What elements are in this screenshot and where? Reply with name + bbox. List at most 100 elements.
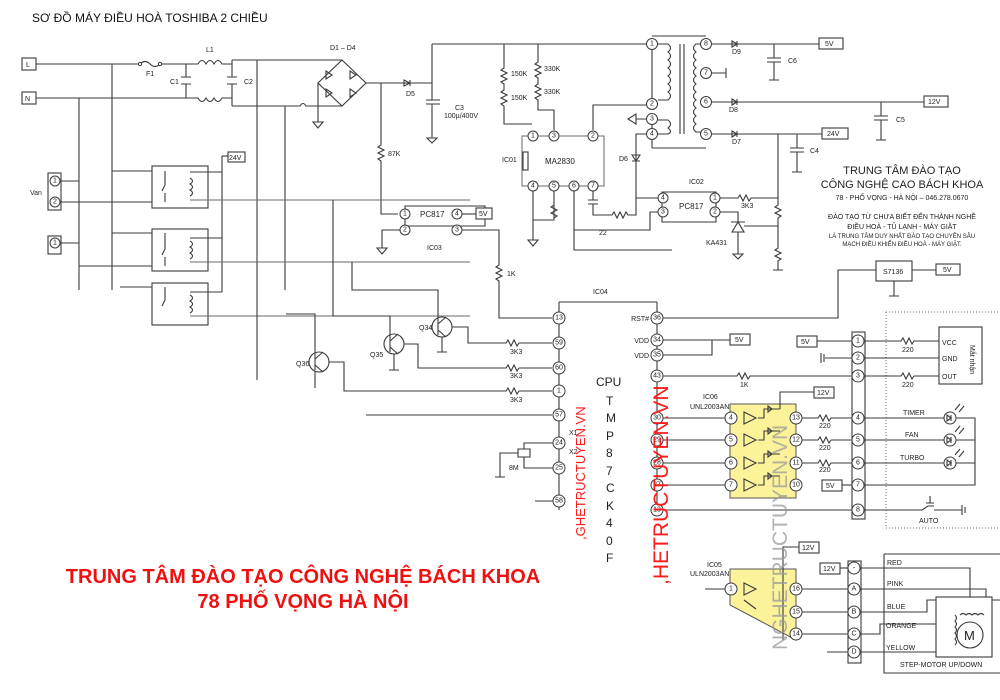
cpu-pin-name: RST#: [631, 316, 649, 323]
ic01-pin: 3: [552, 133, 556, 140]
q34-label: Q34: [419, 325, 432, 332]
87k-label: 87K: [388, 151, 401, 158]
c1-label: C1: [170, 79, 179, 86]
reset-ic-s7136: S7136 5V: [662, 260, 961, 319]
ic01-pin: 5: [552, 183, 556, 190]
d9-label: D9: [732, 49, 741, 56]
ic06-pin-number: 13: [792, 415, 800, 422]
ic03-pin: 3: [455, 227, 459, 234]
ic06-res-label: 220: [819, 467, 831, 474]
cpu-pin-number: 13: [653, 507, 661, 514]
ic06-in-pin: [724, 456, 738, 470]
ic03-optocoupler: 1 2 4 3 PC817 IC03 5V 1K: [375, 205, 552, 319]
cpu-pin-number: 35: [653, 352, 661, 359]
disp-pin: [851, 411, 865, 425]
cpu-pin: 25: [555, 465, 563, 472]
pin7-supply-label: 5V: [826, 483, 835, 490]
res22-label: 22: [599, 230, 607, 237]
wire-orange: ORANGE: [886, 623, 917, 630]
diagram-title: SƠ ĐỒ MÁY ĐIỀU HOÀ TOSHIBA 2 CHIỀU: [32, 10, 268, 25]
cpu-part-letter: P: [606, 429, 614, 443]
terminal-n-label: N: [25, 96, 30, 103]
ic06-in-pin: [724, 433, 738, 447]
c5-label: C5: [896, 117, 905, 124]
ic06-pin-number: 7: [729, 482, 733, 489]
wire-yellow: YELLOW: [886, 645, 916, 652]
rx-res-label: 220: [902, 347, 914, 354]
relay-pin: 1: [53, 240, 57, 247]
cpu-pin-name: VDD: [634, 338, 649, 345]
ic02-pin: 3: [661, 209, 665, 216]
transformer: 1 2 3 4 8 7 6 5: [626, 35, 727, 149]
q35-label: Q35: [370, 352, 383, 359]
disp-pin: [851, 433, 865, 447]
watermark-gray: NGHETRUCTUYEN.VN: [769, 425, 792, 650]
ic01-pin: 4: [531, 183, 535, 190]
capacitor-c3: C3 100µ/400V: [425, 43, 652, 144]
cpu-pin-number: 36: [653, 315, 661, 322]
cpu-pin: 60: [555, 365, 563, 372]
tx-pin: 8: [704, 41, 708, 48]
ic05-supply-label: 12V: [802, 545, 815, 552]
inverter-gate: [743, 426, 780, 447]
disp-supply-label: 5V: [801, 339, 810, 346]
d6-label: D6: [619, 156, 628, 163]
res-label: 150K: [511, 95, 528, 102]
cpu-pin: 24: [555, 440, 563, 447]
sm-pin-label: -: [853, 565, 856, 572]
cpu-part-letter: 7: [606, 464, 613, 478]
cpu-left: IC04 3K3 3K3 3K3 13 59 60 1 57 24 25 58 …: [344, 289, 658, 510]
x1-label: X1: [569, 430, 578, 437]
c3-value: 100µ/400V: [444, 113, 478, 120]
rx-name: Mắt nhận: [968, 345, 977, 374]
ic05-driver: IC05 ULN2003AN 1 16 15 14 12V: [690, 541, 852, 653]
sm-pin-label: D: [851, 649, 856, 656]
led-timer-label: TIMER: [903, 410, 925, 417]
rail-24v-label: 24V: [827, 131, 840, 138]
info-line3: 78 - PHỐ VỌNG - HÀ NỘI – 046.278.0670: [836, 192, 969, 202]
ic05-label: IC05: [707, 562, 722, 569]
led-turbo-label: TURBO: [900, 455, 925, 462]
ic03-pin: 1: [403, 211, 407, 218]
inverter-gate: [743, 471, 780, 492]
ic06-out-pin: [789, 478, 803, 492]
smps-controller: 150K 150K 330K 330K IC01 MA2830 1 3 2 4 …: [499, 44, 672, 251]
crystal-label: 8M: [509, 465, 519, 472]
ic01-pin: 1: [531, 133, 535, 140]
output-24v: D7 C4 24V: [712, 127, 849, 271]
disp-pin: [851, 478, 865, 492]
relay-section: 1 2 Van 1 24V: [30, 151, 470, 380]
cpu-pin-number: 27: [653, 482, 661, 489]
ic03-pin: 4: [455, 211, 459, 218]
ic05-pin: 15: [792, 609, 800, 616]
ic06-name: UNL2003AN: [690, 404, 729, 411]
info-line7: MẠCH ĐIỀU KHIỂN ĐIỀU HOÀ - MÁY GIẶT.: [842, 241, 962, 248]
c6-label: C6: [788, 58, 797, 65]
banner-line1: TRUNG TÂM ĐÀO TẠO CÔNG NGHỆ BÁCH KHOA: [66, 564, 540, 588]
ka431-label: KA431: [706, 240, 727, 247]
inverter-gate: [743, 449, 780, 470]
ic02-name: PC817: [679, 202, 704, 211]
cpu-part-letter: 4: [606, 516, 613, 530]
ic02-pin: 4: [661, 195, 665, 202]
tx-pin: 6: [704, 99, 708, 106]
tx-pin: 7: [704, 70, 708, 77]
d5-label: D5: [406, 91, 415, 98]
info-line6: LÀ TRUNG TÂM DUY NHẤT ĐÀO TẠO CHUYÊN SÂU: [829, 232, 975, 240]
tx-pin: 3: [650, 116, 654, 123]
disp-pin: [851, 503, 865, 517]
ic06-res-label: 220: [819, 423, 831, 430]
rx-res-label: 220: [902, 382, 914, 389]
ic05-pin: 1: [729, 586, 733, 593]
rx-pin-label: GND: [942, 356, 958, 363]
ic06-supply: [813, 386, 835, 399]
cpu-pin: [650, 311, 664, 325]
ic01-pin: 2: [591, 133, 595, 140]
res-label: 150K: [511, 71, 528, 78]
rail-12v: [923, 95, 949, 108]
rx-pin-label: OUT: [942, 374, 958, 381]
cpu-part-letter: K: [606, 499, 614, 513]
ic01-label: IC01: [502, 157, 517, 164]
